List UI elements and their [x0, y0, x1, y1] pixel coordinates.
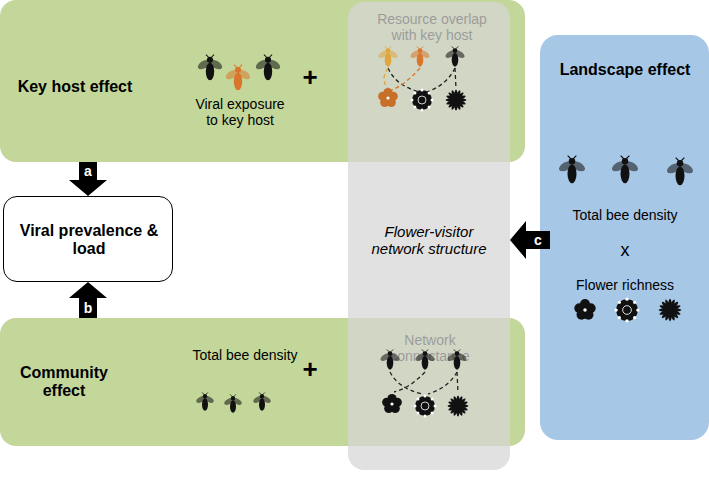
- factor-label: Flower richness: [545, 277, 705, 293]
- band-heading: Landscape effect: [545, 61, 705, 79]
- outcome-box: Viral prevalence & load: [3, 196, 173, 282]
- band-heading: Community effect: [14, 364, 114, 401]
- network-band: Flower-visitor network structure: [348, 2, 510, 470]
- factor-label: Total bee density: [165, 347, 325, 363]
- landscape-band: Landscape effectTotal bee density xFlower…: [540, 35, 709, 440]
- plus-sign: +: [298, 355, 322, 385]
- times-sign: x: [610, 240, 640, 261]
- network-label: Flower-visitor network structure: [365, 223, 493, 258]
- factor-label: Total bee density: [545, 207, 705, 223]
- block-arrow: [69, 162, 107, 196]
- band-heading: Key host effect: [5, 78, 145, 96]
- outcome-label: Viral prevalence & load: [13, 222, 165, 259]
- arrow-letter: a: [84, 164, 92, 178]
- arrow-letter: b: [84, 301, 93, 315]
- plus-sign: +: [298, 63, 322, 93]
- factor-label: Viral exposure to key host: [190, 96, 290, 128]
- block-arrow: [69, 282, 107, 318]
